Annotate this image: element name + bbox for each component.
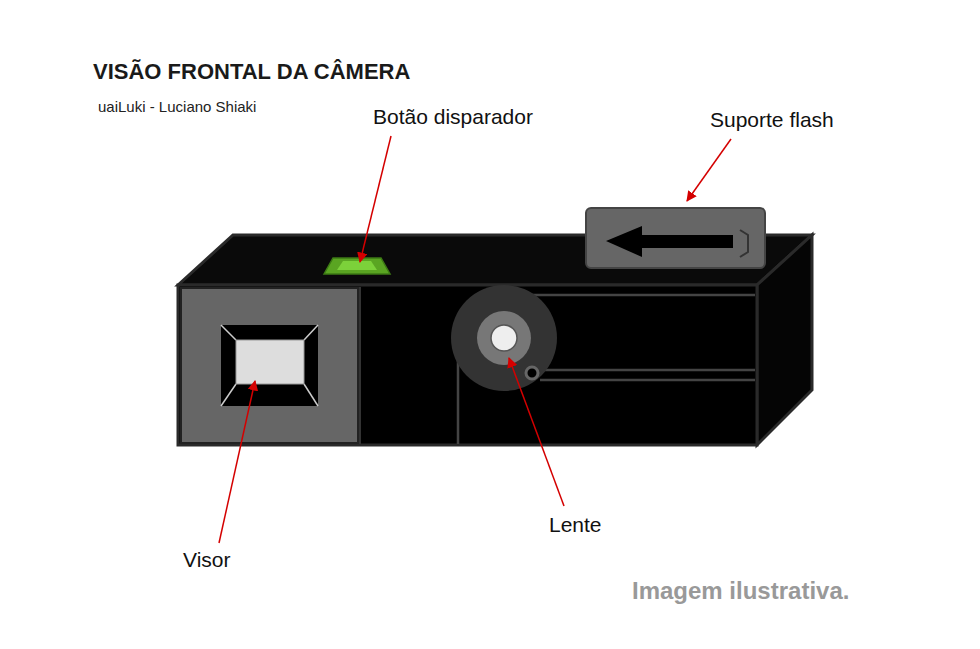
part-label: Visor bbox=[183, 548, 230, 572]
flash-mount bbox=[586, 208, 765, 268]
camera-front bbox=[178, 285, 757, 445]
leader-line bbox=[687, 139, 731, 201]
viewfinder-panel bbox=[181, 288, 358, 443]
camera-side bbox=[757, 235, 812, 445]
part-label: Lente bbox=[549, 513, 602, 537]
lens-screw bbox=[526, 367, 538, 379]
lens-glass bbox=[491, 325, 517, 351]
part-label: Suporte flash bbox=[710, 108, 834, 132]
flash-mount-edge bbox=[740, 230, 748, 257]
shutter-button bbox=[324, 258, 390, 274]
lens-barrel bbox=[477, 311, 531, 365]
diagram-title: VISÃO FRONTAL DA CÂMERA bbox=[93, 59, 410, 84]
leader-line bbox=[219, 381, 255, 543]
author-credit: uaiLuki - Luciano Shiaki bbox=[98, 98, 256, 115]
leader-line bbox=[360, 136, 391, 262]
panel-divider bbox=[359, 287, 361, 444]
viewfinder-bevel bbox=[221, 325, 318, 406]
viewfinder-glass bbox=[236, 340, 304, 384]
lens-ring bbox=[451, 285, 557, 391]
watermark-note: Imagem ilustrativa. bbox=[632, 577, 849, 605]
viewfinder-frame bbox=[221, 325, 318, 406]
leader-line bbox=[509, 358, 564, 506]
part-label: Botão disparador bbox=[373, 105, 533, 129]
flash-arrow bbox=[606, 226, 733, 257]
leader-lines bbox=[219, 136, 731, 543]
shutter-button-top bbox=[337, 261, 377, 270]
